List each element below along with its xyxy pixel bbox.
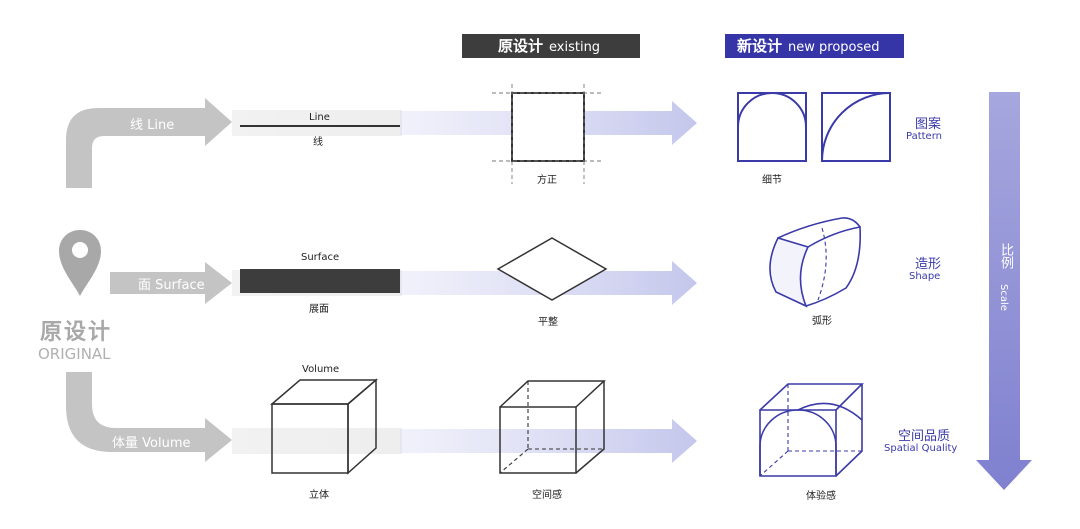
line-input-label: 线 Line xyxy=(130,118,175,133)
surface-element-en: Surface xyxy=(301,252,340,263)
existing-surface-caption: 平整 xyxy=(538,317,558,328)
scale-label-cn: 比例 xyxy=(998,243,1013,269)
proposed-pattern-arch-icon xyxy=(737,92,807,162)
location-pin-icon xyxy=(59,230,101,296)
surface-element xyxy=(240,269,400,293)
proposed-volume-caption: 体验感 xyxy=(806,491,836,502)
existing-line-caption: 方正 xyxy=(537,175,557,186)
scale-label-en: Scale xyxy=(998,284,1009,311)
fade-band-line xyxy=(232,110,402,136)
line-element-en: Line xyxy=(309,112,330,123)
quality-surface-en: Shape xyxy=(909,271,941,282)
scale-arrow xyxy=(976,92,1032,490)
volume-element-cn: 立体 xyxy=(309,490,329,501)
proposed-cube-vault-icon xyxy=(759,383,864,477)
volume-cube-icon xyxy=(269,378,379,475)
proposed-header-en: new proposed xyxy=(788,40,880,55)
proposed-pattern-curve-icon xyxy=(821,92,891,162)
existing-header-tag: 原设计 existing xyxy=(462,34,640,58)
quality-volume-en: Spatial Quality xyxy=(884,443,958,454)
proposed-surface-caption: 弧形 xyxy=(812,316,832,327)
origin-flow xyxy=(66,98,232,462)
existing-volume-caption: 空间感 xyxy=(532,490,562,501)
proposed-curved-surface-icon xyxy=(769,217,862,308)
existing-diamond-icon xyxy=(496,237,608,301)
proposed-header-cn: 新设计 xyxy=(737,37,783,55)
volume-element-en: Volume xyxy=(302,364,340,375)
origin-path-line xyxy=(66,98,232,188)
existing-square-icon xyxy=(492,84,604,184)
proposed-line-caption: 细节 xyxy=(762,175,782,186)
surface-input-label: 面 Surface xyxy=(138,278,205,293)
surface-element-cn: 展面 xyxy=(309,304,329,315)
proposed-header-tag: 新设计 new proposed xyxy=(725,34,904,58)
origin-title-cn: 原设计 xyxy=(40,320,113,345)
quality-volume-cn: 空间品质 xyxy=(898,429,951,444)
line-element-cn: 线 xyxy=(313,137,323,148)
quality-surface-cn: 造形 xyxy=(915,257,942,272)
quality-line-en: Pattern xyxy=(906,131,942,142)
volume-input-label: 体量 Volume xyxy=(112,436,191,451)
origin-path-surface xyxy=(110,262,232,304)
quality-line-cn: 图案 xyxy=(915,117,942,132)
flow-arrow-volume xyxy=(400,419,697,463)
origin-path-volume xyxy=(66,372,232,462)
existing-header-cn: 原设计 xyxy=(498,37,544,55)
origin-title-en: ORIGINAL xyxy=(38,345,111,363)
existing-header-en: existing xyxy=(549,40,601,55)
existing-cube-dashed-icon xyxy=(499,380,606,474)
